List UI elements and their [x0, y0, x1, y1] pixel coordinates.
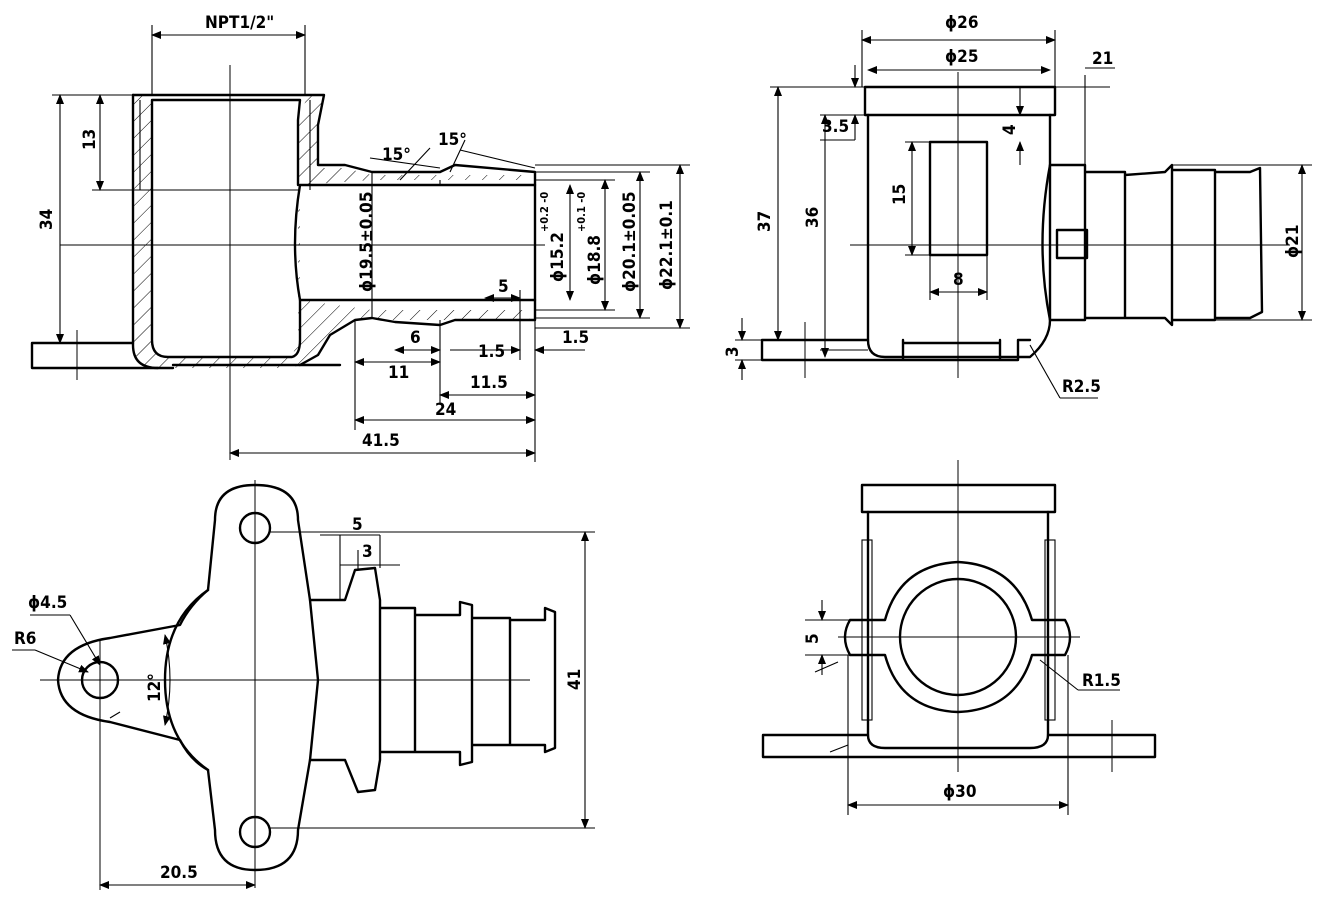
top-dimensions: ϕ4.5 R6 12° 5 3 41 20.5 — [12, 515, 595, 889]
socket-inner — [150, 98, 302, 359]
end-rail-left — [861, 539, 873, 721]
side-flange — [760, 338, 1032, 362]
dia-15-2-tol: +0.2 -0 — [538, 192, 551, 232]
dia-15-2: ϕ15.2 — [548, 232, 568, 282]
dia-26: ϕ26 — [945, 13, 978, 33]
dim-37: 37 — [755, 211, 775, 232]
dim-41-5: 41.5 — [362, 431, 400, 451]
cross-flange — [56, 483, 320, 872]
side-dimensions: ϕ26 ϕ25 21 3.5 4 37 36 — [723, 13, 1312, 399]
dim-41: 41 — [565, 669, 585, 690]
end-rail-right — [1044, 539, 1056, 721]
dim-1-5-b: 1.5 — [562, 328, 589, 348]
dia-4-5: ϕ4.5 — [28, 593, 67, 613]
thread-line — [139, 100, 311, 190]
dim-20-5: 20.5 — [160, 863, 198, 883]
dia-22-1: ϕ22.1±0.1 — [657, 200, 677, 290]
dim-15: 15 — [890, 184, 910, 205]
radius-6: R6 — [14, 629, 36, 649]
dia-25: ϕ25 — [945, 47, 978, 67]
section-hatching — [133, 95, 530, 368]
dia-19-5: ϕ19.5±0.05 — [357, 192, 377, 292]
dim-6: 6 — [410, 328, 421, 348]
radius-2-5: R2.5 — [1062, 377, 1101, 397]
section-dimensions: NPT1/2" 13 34 15° 15° ϕ19.5±0.05 ϕ15.2 +… — [37, 13, 690, 462]
dia-20-1: ϕ20.1±0.05 — [620, 192, 640, 292]
top-view: ϕ4.5 R6 12° 5 3 41 20.5 — [12, 480, 595, 890]
section-view: NPT1/2" 13 34 15° 15° ϕ19.5±0.05 ϕ15.2 +… — [30, 13, 690, 462]
dim-34: 34 — [37, 209, 57, 230]
socket-outer-left — [131, 93, 160, 370]
dim-5-top: 5 — [352, 515, 363, 535]
dia-18-8: ϕ18.8 — [585, 235, 605, 285]
dim-5: 5 — [498, 277, 509, 297]
dim-3-5: 3.5 — [822, 117, 849, 137]
dim-13: 13 — [80, 129, 100, 150]
angle-15-left: 15° — [382, 145, 411, 165]
radius-1-5: R1.5 — [1082, 671, 1121, 691]
angle-15-right: 15° — [438, 130, 467, 150]
side-view: ϕ26 ϕ25 21 3.5 4 37 36 — [723, 13, 1312, 399]
dim-24: 24 — [435, 400, 456, 420]
dim-3-top: 3 — [362, 542, 373, 562]
flange-outline — [30, 341, 342, 370]
cap-rect — [863, 85, 1057, 117]
end-flange — [761, 733, 1157, 759]
dim-11-5: 11.5 — [470, 373, 508, 393]
dim-3: 3 — [723, 346, 743, 357]
side-tab — [1055, 228, 1089, 260]
end-view: 5 R1.5 ϕ30 — [761, 460, 1157, 815]
npt-label: NPT1/2" — [205, 13, 274, 33]
body-outline — [131, 93, 537, 367]
angle-12: 12° — [145, 673, 165, 702]
dia-21: ϕ21 — [1283, 225, 1303, 258]
dim-36: 36 — [803, 207, 823, 228]
side-curve — [1041, 163, 1052, 322]
dim-4: 4 — [1000, 124, 1020, 135]
dim-1-5-a: 1.5 — [478, 342, 505, 362]
dia-30: ϕ30 — [943, 782, 976, 802]
dim-5-end: 5 — [803, 633, 823, 644]
dia-18-8-tol: +0.1 -0 — [575, 192, 588, 232]
dim-11: 11 — [388, 363, 409, 383]
side-body — [866, 113, 1052, 359]
dim-8: 8 — [953, 270, 964, 290]
end-dimensions: 5 R1.5 ϕ30 — [803, 600, 1121, 815]
dim-21: 21 — [1092, 49, 1113, 69]
